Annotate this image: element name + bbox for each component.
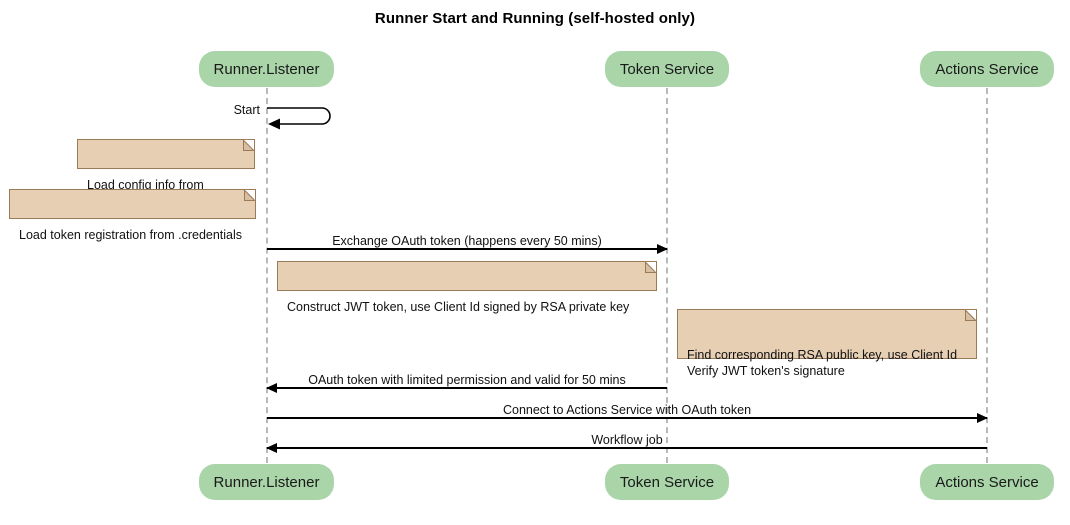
message-exchange-oauth-label: Exchange OAuth token (happens every 50 m… <box>332 234 602 248</box>
message-workflow-job-label: Workflow job <box>591 433 663 447</box>
participant-runner-top-label: Runner.Listener <box>213 60 320 78</box>
message-exchange-oauth-line <box>267 244 668 254</box>
participant-token-top[interactable]: Token Service <box>605 51 729 87</box>
note-fold-icon <box>243 140 254 151</box>
participant-runner-top[interactable]: Runner.Listener <box>199 51 334 87</box>
arrowhead-right-icon <box>657 244 668 254</box>
note-fold-icon <box>244 190 255 201</box>
note-verify-jwt-text: Find corresponding RSA public key, use C… <box>687 348 958 378</box>
arrowhead-left-icon <box>266 383 277 393</box>
self-message-start-arrow <box>267 107 331 130</box>
arrowhead-right-icon <box>977 413 988 423</box>
note-load-config: Load config info from .runner <box>77 139 255 208</box>
participant-actions-top-label: Actions Service <box>935 60 1039 78</box>
message-workflow-job-line <box>266 443 987 453</box>
message-connect-actions-line <box>267 413 988 423</box>
participant-runner-bottom[interactable]: Runner.Listener <box>199 464 334 500</box>
note-load-credentials-text: Load token registration from .credential… <box>19 228 243 242</box>
note-load-credentials: Load token registration from .credential… <box>9 189 256 242</box>
message-connect-actions-label: Connect to Actions Service with OAuth to… <box>502 403 752 417</box>
arrowhead-left-icon <box>266 443 277 453</box>
note-fold-icon <box>965 310 976 321</box>
message-oauth-return-line <box>266 383 667 393</box>
participant-token-bottom-label: Token Service <box>619 473 715 491</box>
lifeline-runner <box>266 88 268 463</box>
note-verify-jwt: Find corresponding RSA public key, use C… <box>677 309 977 378</box>
note-construct-jwt-text: Construct JWT token, use Client Id signe… <box>287 300 630 314</box>
participant-token-bottom[interactable]: Token Service <box>605 464 729 500</box>
self-message-start <box>262 101 342 131</box>
diagram-title: Runner Start and Running (self-hosted on… <box>374 10 696 27</box>
self-message-start-label: Start <box>233 103 260 117</box>
participant-actions-bottom-label: Actions Service <box>935 473 1039 491</box>
lifeline-actions <box>986 88 988 463</box>
message-oauth-return-label: OAuth token with limited permission and … <box>308 373 626 387</box>
note-fold-icon <box>645 262 656 273</box>
lifeline-token <box>666 88 668 463</box>
participant-actions-bottom[interactable]: Actions Service <box>920 464 1054 500</box>
note-construct-jwt: Construct JWT token, use Client Id signe… <box>277 261 657 314</box>
participant-runner-bottom-label: Runner.Listener <box>213 473 320 491</box>
participant-token-top-label: Token Service <box>619 60 715 78</box>
participant-actions-top[interactable]: Actions Service <box>920 51 1054 87</box>
